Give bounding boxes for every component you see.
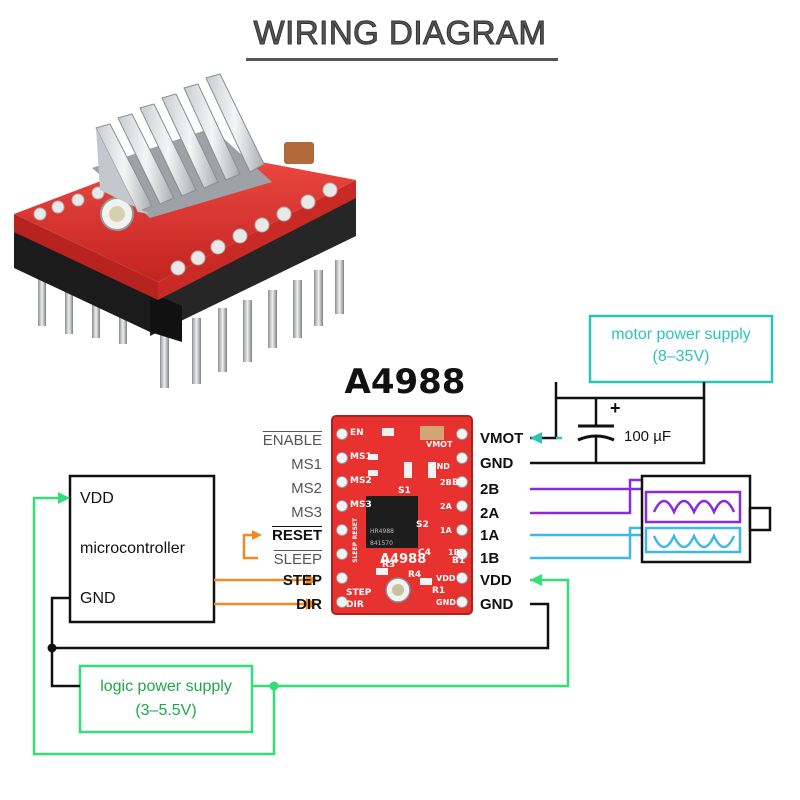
board-label: VMOT <box>426 440 453 449</box>
board-label: HR4988 <box>370 528 394 535</box>
board-label: RESET <box>352 518 359 540</box>
board-label: S2 <box>416 520 429 530</box>
mcu-vdd-label: VDD <box>80 490 114 507</box>
board-label: 2B <box>440 478 452 487</box>
title-underline <box>246 58 558 61</box>
pin-label-step: STEP <box>282 572 322 589</box>
board-label: R4 <box>408 570 422 580</box>
a4988-board <box>331 415 473 615</box>
board-label: STEP <box>346 588 372 598</box>
pin-label-sleep: SLEEP <box>273 551 322 568</box>
pin-label-gnd-motor: GND <box>480 455 514 472</box>
motor-supply-label: motor power supply <box>611 326 751 343</box>
board-label: 1B <box>448 548 460 557</box>
pin-label-1b: 1B <box>480 550 500 567</box>
microcontroller-box <box>68 474 216 624</box>
pin-label-gnd-logic: GND <box>480 596 514 613</box>
pin-label-2b: 2B <box>480 481 500 498</box>
logic-supply-label: logic power supply <box>100 678 232 695</box>
board-label: MS1 <box>350 452 372 462</box>
logic-supply-range: (3–5.5V) <box>135 702 197 719</box>
pin-label-ms3: MS3 <box>291 504 322 521</box>
logic-power-supply-box <box>78 664 254 734</box>
board-label: B1 <box>452 556 466 566</box>
pin-label-1a: 1A <box>480 527 500 544</box>
capacitor-value: 100 µF <box>624 428 671 445</box>
chip-name: A4988 <box>344 362 466 402</box>
board-label: 2A <box>440 502 452 511</box>
board-label: MS3 <box>350 500 372 510</box>
board-label: S1 <box>398 486 411 496</box>
pin-label-reset: RESET <box>271 527 322 544</box>
capacitor-symbol <box>577 398 615 463</box>
board-label: GND <box>436 598 456 607</box>
pin-label-ms2: MS2 <box>291 480 322 497</box>
pin-label-enable: ENABLE <box>262 432 322 449</box>
capacitor-polarity: + <box>610 398 621 418</box>
pin-label-ms1: MS1 <box>291 456 322 473</box>
board-label: MS2 <box>350 476 372 486</box>
board-label: 1A <box>440 526 452 535</box>
board-label: B2 <box>452 478 466 488</box>
mcu-label: microcontroller <box>80 540 185 557</box>
pin-label-dir: DIR <box>296 596 322 613</box>
diagram-title: WIRING DIAGRAM <box>253 14 547 52</box>
motor-power-supply-box <box>588 314 774 384</box>
pin-label-vmot: VMOT <box>480 430 524 447</box>
pin-label-vdd: VDD <box>480 572 512 589</box>
board-label: GND <box>430 462 450 471</box>
board-label: C4 <box>418 548 431 558</box>
board-label: DIR <box>346 600 364 610</box>
board-label: A4988 <box>380 552 427 567</box>
board-label: EN <box>350 428 364 438</box>
board-label: R1 <box>432 586 446 596</box>
board-label: R3 <box>382 560 396 570</box>
stepper-motor-icon <box>640 474 772 564</box>
board-label: SLEEP <box>352 542 359 563</box>
motor-supply-range: (8–35V) <box>652 348 710 365</box>
board-label: VDD <box>436 574 456 583</box>
stepper-driver-photo <box>14 73 356 388</box>
pin-label-2a: 2A <box>480 505 500 522</box>
mcu-gnd-label: GND <box>80 590 116 607</box>
board-label: 841570 <box>370 540 393 547</box>
